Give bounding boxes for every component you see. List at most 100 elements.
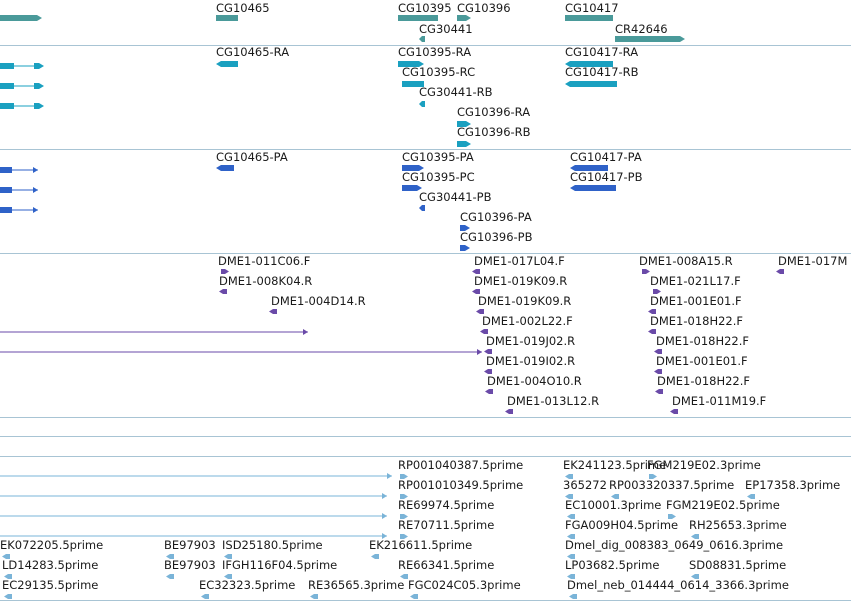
cdna-clone-label[interactable]: DME1-018H22.F <box>657 374 751 388</box>
est-read-label[interactable]: Dmel_dig_008383_0649_0616.3prime <box>565 538 784 552</box>
transcript-feature[interactable] <box>565 61 613 67</box>
est-read-feature[interactable] <box>400 474 408 479</box>
protein-feature[interactable] <box>0 207 12 213</box>
transcript-label[interactable]: CG10395-RC <box>402 65 476 79</box>
est-read-label[interactable]: RE70711.5prime <box>398 518 495 532</box>
cdna-clone-feature[interactable] <box>484 369 492 374</box>
cdna-clone-feature[interactable] <box>648 329 656 334</box>
protein-feature[interactable] <box>419 205 425 211</box>
est-read-feature[interactable] <box>224 574 232 579</box>
est-read-label[interactable]: EC10001.3prime <box>565 498 662 512</box>
protein-label[interactable]: CG10465-PA <box>216 150 288 164</box>
gene-label[interactable]: CG10395 <box>398 1 452 15</box>
gene-feature[interactable] <box>216 15 238 21</box>
protein-label[interactable]: CG10396-PB <box>460 230 533 244</box>
cdna-clone-feature[interactable] <box>653 289 661 294</box>
cdna-clone-feature[interactable] <box>472 269 480 274</box>
est-read-label[interactable]: FGC024C05.3prime <box>408 578 521 592</box>
est-read-feature[interactable] <box>166 574 174 579</box>
gene-label[interactable]: CG10417 <box>565 1 619 15</box>
gene-feature[interactable] <box>419 36 425 42</box>
transcript-feature[interactable] <box>0 83 14 89</box>
protein-feature[interactable] <box>460 245 470 251</box>
est-read-label[interactable]: EK216611.5prime <box>369 538 473 552</box>
cdna-clone-label[interactable]: DME1-019K09.R <box>474 274 568 288</box>
transcript-label[interactable]: CG10417-RB <box>565 65 639 79</box>
cdna-clone-feature[interactable] <box>269 309 277 314</box>
cdna-clone-feature[interactable] <box>221 269 229 274</box>
transcript-feature[interactable] <box>402 81 424 87</box>
cdna-clone-feature[interactable] <box>472 289 480 294</box>
est-read-feature[interactable] <box>410 594 418 599</box>
est-read-feature[interactable] <box>691 534 699 539</box>
cdna-clone-label[interactable]: DME1-004O10.R <box>487 374 582 388</box>
cdna-clone-label[interactable]: DME1-002L22.F <box>482 314 573 328</box>
est-read-label[interactable]: RE69974.5prime <box>398 498 495 512</box>
est-read-feature[interactable] <box>224 554 232 559</box>
est-read-feature[interactable] <box>567 534 575 539</box>
gene-feature[interactable] <box>615 36 685 42</box>
est-read-label[interactable]: EC32323.5prime <box>199 578 296 592</box>
est-read-feature[interactable] <box>668 514 676 519</box>
est-read-label[interactable]: LP03682.5prime <box>565 558 660 572</box>
gene-feature[interactable] <box>457 15 471 21</box>
transcript-feature[interactable] <box>216 61 238 67</box>
cdna-clone-feature[interactable] <box>670 409 678 414</box>
protein-feature[interactable] <box>0 187 12 193</box>
est-read-feature[interactable] <box>4 574 12 579</box>
transcript-label[interactable]: CG10465-RA <box>216 45 290 59</box>
est-read-feature[interactable] <box>569 594 577 599</box>
transcript-feature[interactable] <box>419 101 425 107</box>
cdna-clone-label[interactable]: DME1-019I02.R <box>486 354 576 368</box>
est-read-feature[interactable] <box>400 534 408 539</box>
transcript-feature[interactable] <box>34 83 44 89</box>
gene-feature[interactable] <box>0 15 42 21</box>
protein-feature[interactable] <box>460 225 470 231</box>
cdna-clone-feature[interactable] <box>654 349 662 354</box>
cdna-clone-feature[interactable] <box>485 389 493 394</box>
transcript-feature[interactable] <box>565 81 617 87</box>
transcript-feature[interactable] <box>398 61 424 67</box>
est-read-label[interactable]: FGM219E02.3prime <box>647 458 761 472</box>
est-read-label[interactable]: RP001010349.5prime <box>398 478 524 492</box>
est-read-feature[interactable] <box>747 494 755 499</box>
transcript-feature[interactable] <box>457 121 471 127</box>
gene-feature[interactable] <box>565 15 613 21</box>
cdna-clone-label[interactable]: DME1-001E01.F <box>656 354 748 368</box>
protein-label[interactable]: CG10396-PA <box>460 210 532 224</box>
transcript-label[interactable]: CG10417-RA <box>565 45 639 59</box>
cdna-clone-label[interactable]: DME1-008K04.R <box>219 274 313 288</box>
gene-label[interactable]: CG30441 <box>419 22 473 36</box>
est-read-label[interactable]: LD14283.5prime <box>2 558 99 572</box>
gene-feature[interactable] <box>398 15 438 21</box>
transcript-feature[interactable] <box>34 63 44 69</box>
cdna-clone-feature[interactable] <box>505 409 513 414</box>
cdna-clone-label[interactable]: DME1-004D14.R <box>271 294 366 308</box>
cdna-clone-label[interactable]: DME1-021L17.F <box>650 274 741 288</box>
protein-label[interactable]: CG30441-PB <box>419 190 492 204</box>
est-read-label[interactable]: FGM219E02.5prime <box>666 498 780 512</box>
est-read-feature[interactable] <box>565 494 573 499</box>
transcript-feature[interactable] <box>457 141 471 147</box>
est-read-label[interactable]: 365272 <box>563 478 607 492</box>
cdna-clone-label[interactable]: DME1-018H22.F <box>650 314 744 328</box>
est-read-feature[interactable] <box>567 554 575 559</box>
cdna-clone-feature[interactable] <box>476 309 484 314</box>
transcript-feature[interactable] <box>0 103 14 109</box>
protein-feature[interactable] <box>570 185 616 191</box>
est-read-label[interactable]: EK072205.5prime <box>0 538 104 552</box>
protein-label[interactable]: CG10417-PB <box>570 170 643 184</box>
cdna-clone-label[interactable]: DME1-019K09.R <box>478 294 572 308</box>
gene-label[interactable]: CG10396 <box>457 1 511 15</box>
est-read-feature[interactable] <box>166 554 174 559</box>
est-read-feature[interactable] <box>649 474 657 479</box>
protein-label[interactable]: CG10395-PC <box>402 170 475 184</box>
cdna-clone-label[interactable]: DME1-011M19.F <box>672 394 767 408</box>
est-read-feature[interactable] <box>310 594 318 599</box>
gene-label[interactable]: CR42646 <box>615 22 668 36</box>
cdna-clone-feature[interactable] <box>642 269 650 274</box>
est-read-label[interactable]: RE66341.5prime <box>398 558 495 572</box>
est-read-feature[interactable] <box>400 494 408 499</box>
gene-label[interactable]: CG10465 <box>216 1 270 15</box>
